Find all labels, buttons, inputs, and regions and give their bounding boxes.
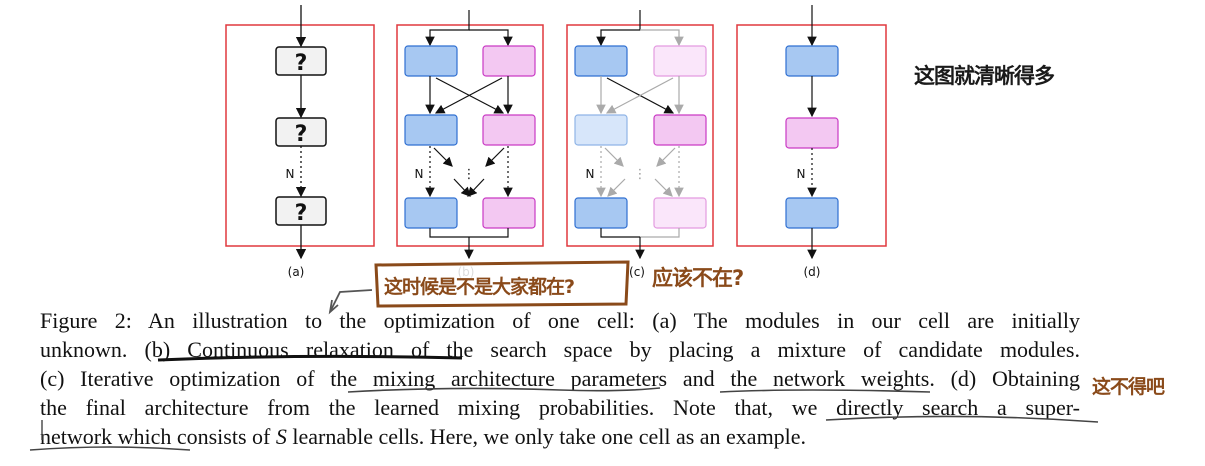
figure-diagram: ? ? N ? (a) ⋮ N [225, 5, 887, 279]
pink-module-c2 [653, 114, 707, 146]
handwritten-note-question: 应该不在? [652, 266, 744, 290]
pink-module-b3 [482, 197, 536, 229]
caption-line-2: unknown. (b) Continuous relaxation of th… [40, 337, 1080, 362]
caption-variable-s: S [275, 424, 287, 449]
unknown-symbol-3: ? [295, 201, 308, 226]
handwritten-note-boxed: 这时候是不是大家都在? [384, 276, 575, 298]
blue-module-b1 [404, 45, 458, 77]
caption-line-5b: learnable cells. Here, we only take one … [286, 424, 807, 449]
n-label-a: N [286, 167, 295, 181]
caption-line-1: Figure 2: An illustration to the optimiz… [40, 308, 1080, 333]
n-label-d: N [797, 167, 806, 181]
unknown-symbol-2: ? [295, 122, 308, 147]
panel-a: ? ? N ? (a) [225, 5, 375, 279]
blue-module-b2 [404, 114, 458, 146]
caption-line-4: the final architecture from the learned … [40, 395, 1080, 420]
blue-module-d1 [785, 45, 839, 77]
caption-line-3: (c) Iterative optimization of the mixing… [40, 366, 1080, 391]
blue-module-c3 [574, 197, 628, 229]
pink-module-c1 [653, 45, 707, 77]
figure-caption: Figure 2: An illustration to the optimiz… [40, 306, 1080, 451]
blue-module-b3 [404, 197, 458, 229]
panel-a-frame [225, 24, 375, 247]
panel-b: ⋮ N [396, 10, 544, 260]
panel-d: N (d) [736, 5, 887, 279]
pink-module-b1 [482, 45, 536, 77]
pink-module-c3 [653, 197, 707, 229]
handwritten-note-right: 这不得吧 [1092, 376, 1165, 398]
blue-module-d3 [785, 197, 839, 229]
caption-line-5: network which consists of S learnable ce… [40, 422, 1080, 451]
panel-a-label: (a) [288, 265, 305, 279]
panel-d-label: (d) [804, 265, 821, 279]
ellipsis-b: ⋮ [463, 167, 476, 182]
caption-line-5a: network which consists of [40, 424, 276, 449]
pink-module-b2 [482, 114, 536, 146]
panel-c-label: (c) [629, 265, 645, 279]
blue-module-c1 [574, 45, 628, 77]
blue-module-c2 [574, 114, 628, 146]
unknown-symbol-1: ? [295, 51, 308, 76]
n-label-c: N [586, 167, 595, 181]
panel-b-frame [396, 24, 544, 247]
panel-c: ⋮ N [566, 10, 714, 260]
n-label-b: N [415, 167, 424, 181]
handwritten-note-top-right: 这图就清晰得多 [914, 64, 1055, 88]
ellipsis-c: ⋮ [634, 167, 647, 182]
pink-module-d2 [785, 117, 839, 149]
